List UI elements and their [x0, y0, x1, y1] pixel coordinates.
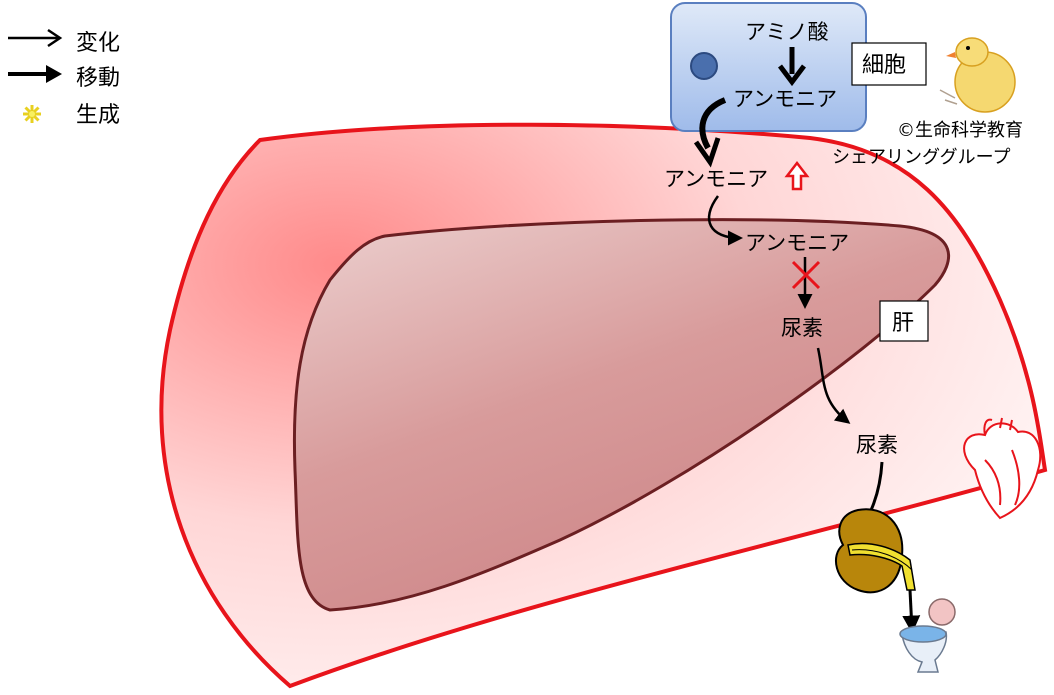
kidney-to-toilet-arrow — [902, 589, 921, 634]
thick-arrow-head — [46, 65, 62, 83]
legend-label-change: 変化 — [76, 31, 120, 56]
cell-nucleus — [690, 52, 718, 80]
amino-to-ammonia-arrowhead — [778, 64, 806, 87]
chick-illustration — [939, 37, 1016, 113]
legend-label-generate: 生成 — [76, 103, 120, 128]
copyright-line2: シェアリンググループ — [832, 147, 1011, 168]
kidney-illustration — [835, 508, 916, 594]
cell-to-blood-arrowhead — [693, 137, 721, 168]
copyright-line1: ©生命科学教育 — [897, 120, 1023, 141]
cell-title: 細胞 — [862, 53, 906, 78]
blood-ammonia-label: アンモニア — [664, 167, 768, 191]
liver-title: 肝 — [892, 311, 914, 336]
toilet-icon — [899, 598, 956, 673]
urea-to-blood-arrow — [816, 347, 851, 424]
cell-to-blood-arrow — [699, 97, 727, 150]
thin-arrow-head — [47, 28, 63, 48]
liver-urea-label: 尿素 — [781, 316, 823, 340]
increase-up-arrow-icon — [784, 160, 810, 191]
cell-amino-acid-label: アミノ酸 — [745, 20, 829, 44]
liver-shape — [292, 218, 951, 612]
legend-label-move: 移動 — [76, 66, 120, 91]
liver-title-box — [879, 300, 929, 342]
legend: 変化 移動 生成 — [8, 28, 120, 128]
yellow-star-icon — [23, 105, 41, 123]
heart-icon — [963, 417, 1042, 520]
liver-ammonia-label: アンモニア — [745, 231, 849, 255]
circulation-urea-label: 尿素 — [856, 433, 898, 457]
cell-title-box — [851, 42, 927, 86]
blocked-x-icon — [791, 260, 821, 290]
cell-ammonia-label: アンモニア — [733, 87, 837, 111]
blood-to-liver-arrow — [707, 195, 743, 246]
